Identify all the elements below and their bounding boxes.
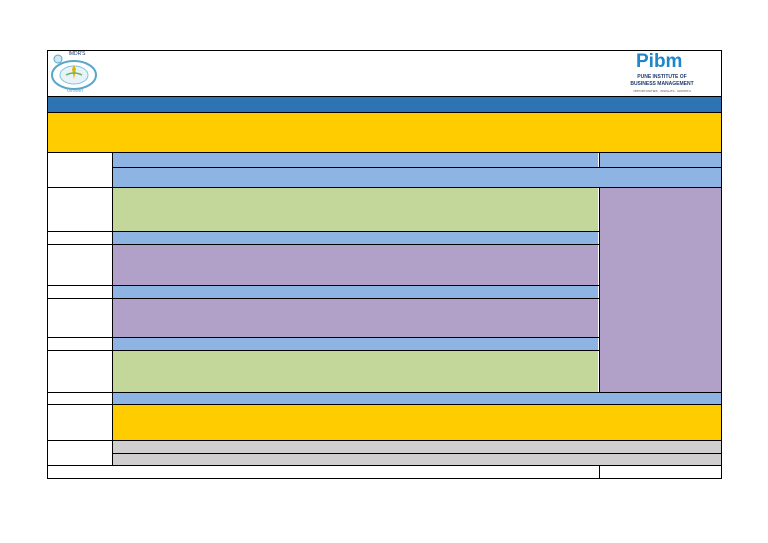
side-column-divider-mid (599, 187, 600, 392)
title-band (48, 113, 721, 152)
break-row-4 (113, 393, 721, 404)
right-logo-tagline: OPPORTUNITIES · INSIGHTS · GROWTH (633, 89, 691, 93)
header-band (48, 96, 721, 112)
left-logo-bottom-text: Growth (66, 88, 84, 94)
break-row-2 (113, 286, 598, 298)
footer-row-2 (113, 454, 721, 465)
right-logo-brand: Pibm (636, 51, 683, 72)
right-logo: Pibm PUNE INSTITUTE OF BUSINESS MANAGEME… (626, 51, 698, 94)
right-logo-line1: PUNE INSTITUTE OF (637, 74, 687, 80)
side-column-block (600, 188, 721, 392)
row1-header-side (600, 153, 721, 167)
break-row-3 (113, 338, 598, 350)
session-block-2 (113, 245, 598, 285)
time-column-divider (112, 152, 113, 465)
circular-globe-logo-icon (51, 54, 97, 90)
break-row-1 (113, 232, 598, 244)
session-block-3 (113, 299, 598, 337)
row2-header-wide (113, 168, 721, 187)
footer-row-1 (113, 441, 721, 453)
session-block-5 (113, 405, 721, 440)
row1-header-main (113, 153, 598, 167)
side-column-divider-top (599, 152, 600, 167)
right-logo-line2: BUSINESS MANAGEMENT (630, 81, 694, 87)
side-column-divider-bottom (599, 465, 600, 479)
session-block-4 (113, 351, 598, 392)
left-logo-top-text: IMDR'S (68, 51, 86, 57)
left-logo: IMDR'S Growth (48, 51, 100, 95)
session-block-1 (113, 188, 598, 231)
timetable-frame (47, 50, 722, 479)
